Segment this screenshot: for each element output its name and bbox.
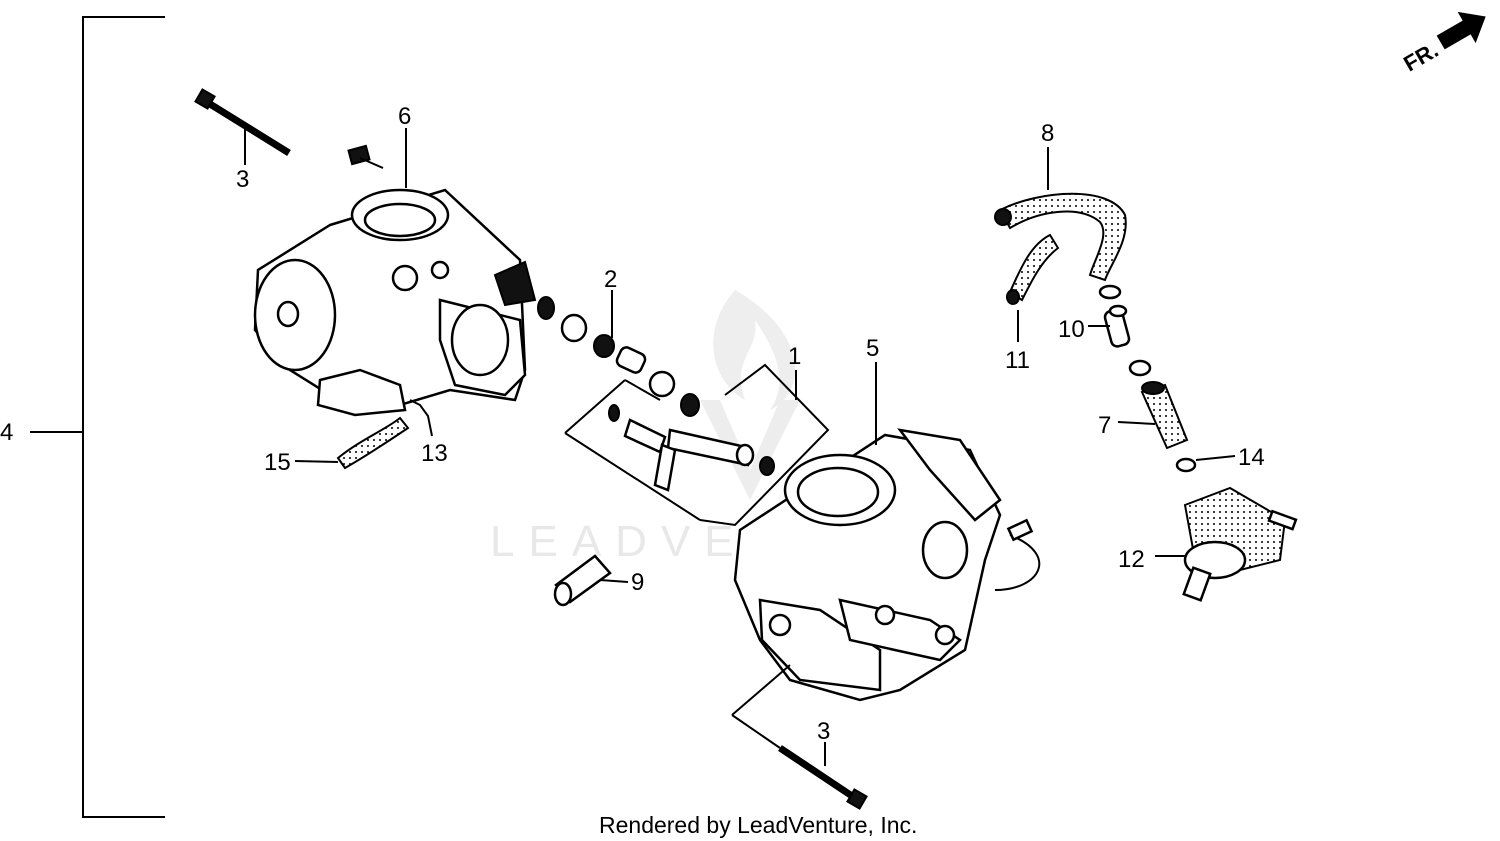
callout-3-top: 3 bbox=[236, 166, 249, 193]
callouts: 4 3 6 2 1 5 8 10 11 7 14 12 15 13 9 3 bbox=[0, 103, 1265, 745]
arrow-right-icon bbox=[1436, 11, 1486, 50]
seal-set-part-2 bbox=[537, 296, 700, 417]
leader-lines bbox=[244, 128, 1049, 766]
footer-credit: Rendered by LeadVenture, Inc. bbox=[599, 812, 917, 838]
clip-upper bbox=[1098, 284, 1122, 300]
callout-15: 15 bbox=[264, 449, 291, 476]
callout-13: 13 bbox=[421, 440, 448, 467]
front-direction-indicator: FR. bbox=[1399, 11, 1486, 76]
valve-part-12 bbox=[1155, 486, 1298, 602]
callout-5: 5 bbox=[866, 335, 879, 362]
bolt-part-3-top bbox=[194, 88, 291, 156]
hose-part-11 bbox=[1006, 233, 1060, 305]
joint-pipe-part-1 bbox=[564, 363, 830, 527]
hose-part-7 bbox=[1117, 381, 1189, 450]
clip-part-13 bbox=[409, 399, 433, 437]
callout-10: 10 bbox=[1058, 316, 1085, 343]
direction-label: FR. bbox=[1399, 37, 1442, 76]
callout-3-bottom: 3 bbox=[817, 718, 830, 745]
sleeve-part-9 bbox=[553, 554, 612, 607]
fitting-part-10 bbox=[1088, 304, 1131, 348]
assembly-bracket bbox=[30, 16, 165, 818]
callout-12: 12 bbox=[1118, 546, 1145, 573]
callout-1: 1 bbox=[788, 343, 801, 370]
clip-part-14 bbox=[1175, 455, 1236, 473]
hose-part-8 bbox=[994, 192, 1127, 282]
clip-middle bbox=[1128, 359, 1152, 377]
callout-11: 11 bbox=[1005, 347, 1030, 374]
right-carburetor bbox=[733, 428, 1041, 702]
left-carburetor bbox=[253, 144, 537, 417]
callout-9: 9 bbox=[631, 569, 644, 596]
callout-7: 7 bbox=[1098, 412, 1111, 439]
callout-8: 8 bbox=[1041, 120, 1054, 147]
callout-4: 4 bbox=[0, 419, 13, 446]
bolt-part-3-bottom bbox=[731, 664, 868, 810]
callout-14: 14 bbox=[1238, 444, 1265, 471]
callout-2: 2 bbox=[604, 266, 617, 293]
callout-6: 6 bbox=[398, 103, 411, 130]
hose-part-15 bbox=[294, 416, 410, 470]
